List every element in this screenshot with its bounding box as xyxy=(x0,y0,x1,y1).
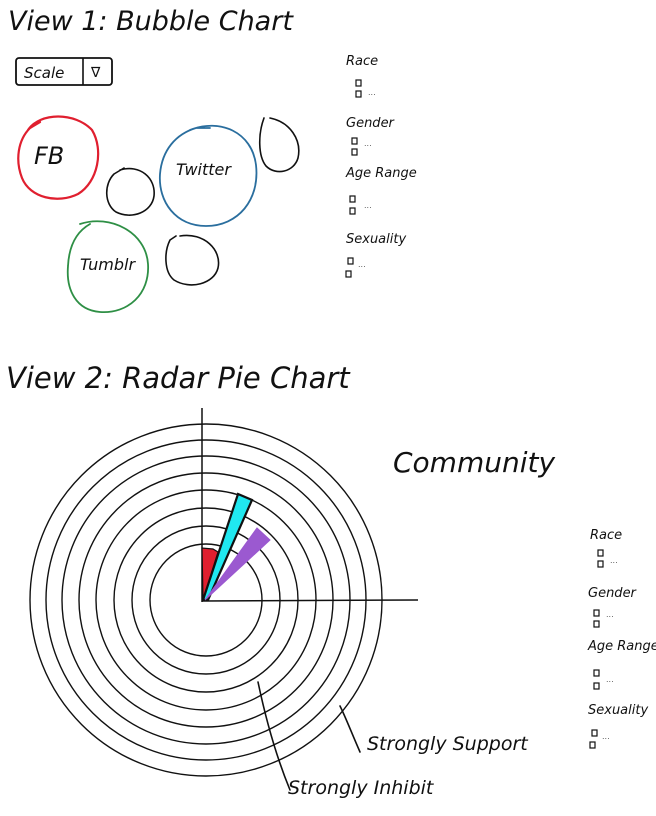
filter-ellipsis: ... xyxy=(364,201,372,210)
filter-checkbox[interactable] xyxy=(593,620,600,628)
filter-label-sexuality: Sexuality xyxy=(346,232,406,247)
filter-checkbox[interactable] xyxy=(593,609,600,617)
bubble-unlabeled[interactable] xyxy=(165,234,220,286)
filter-checkbox[interactable] xyxy=(597,549,604,557)
wedge-purple[interactable] xyxy=(204,527,271,601)
view2-filter-panel: Race ... Gender ... Age Range ... Sexual… xyxy=(587,528,656,749)
filter-checkbox[interactable] xyxy=(355,90,362,98)
annotation-strongly-support: Strongly Support xyxy=(367,733,529,755)
annotation-leader-inhibit xyxy=(257,681,291,791)
view2-title: View 2: Radar Pie Chart xyxy=(6,361,351,395)
filter-ellipsis: ... xyxy=(606,675,614,684)
filter-checkbox[interactable] xyxy=(351,137,358,145)
filter-label-age-range: Age Range xyxy=(587,639,656,654)
wedge-cyan[interactable] xyxy=(201,492,254,602)
filter-label-age-range: Age Range xyxy=(345,166,417,181)
bubble-tumblr[interactable]: Tumblr xyxy=(66,220,149,313)
filter-checkbox[interactable] xyxy=(591,729,598,737)
filter-ellipsis: ... xyxy=(602,732,610,741)
bubble-label-tumblr: Tumblr xyxy=(80,255,136,274)
filter-ellipsis: ... xyxy=(606,610,614,619)
radar-chart-title: Community xyxy=(393,446,555,479)
filter-ellipsis: ... xyxy=(610,556,618,565)
filter-ellipsis: ... xyxy=(358,260,366,269)
filter-ellipsis: ... xyxy=(368,88,376,97)
filter-label-sexuality: Sexuality xyxy=(588,703,648,718)
scale-dropdown[interactable]: Scale ∇ xyxy=(15,57,113,86)
chevron-down-icon[interactable]: ∇ xyxy=(90,65,101,81)
filter-checkbox[interactable] xyxy=(355,79,362,87)
bubble-fb[interactable]: FB xyxy=(17,115,100,200)
view1-title: View 1: Bubble Chart xyxy=(8,6,294,37)
filter-label-race: Race xyxy=(346,54,378,69)
bubble-label-fb: FB xyxy=(34,142,64,170)
bubble-label-twitter: Twitter xyxy=(176,160,232,179)
bubble-unlabeled[interactable] xyxy=(258,117,300,173)
filter-label-gender: Gender xyxy=(588,586,638,601)
annotation-strongly-inhibit: Strongly Inhibit xyxy=(288,777,435,799)
filter-checkbox[interactable] xyxy=(593,669,600,677)
filter-ellipsis: ... xyxy=(364,139,372,148)
filter-label-race: Race xyxy=(590,528,622,543)
filter-checkbox[interactable] xyxy=(593,682,600,690)
bubble-unlabeled[interactable] xyxy=(105,167,155,216)
filter-checkbox[interactable] xyxy=(345,270,352,278)
filter-checkbox[interactable] xyxy=(351,148,358,156)
scale-dropdown-value: Scale xyxy=(24,64,64,82)
bubble-chart: FB Twitter Tumblr xyxy=(17,115,300,313)
view1-filter-panel: Race ... Gender ... Age Range ... Sexual… xyxy=(345,54,417,278)
filter-checkbox[interactable] xyxy=(597,560,604,568)
radar-wedges xyxy=(201,492,271,602)
filter-checkbox[interactable] xyxy=(347,257,354,265)
radar-axis-horizontal xyxy=(201,599,419,602)
filter-checkbox[interactable] xyxy=(589,741,596,749)
filter-label-gender: Gender xyxy=(346,116,396,131)
radar-chart: Strongly Support Strongly Inhibit xyxy=(29,408,529,799)
filter-checkbox[interactable] xyxy=(349,195,356,203)
bubble-twitter[interactable]: Twitter xyxy=(159,124,258,227)
annotation-leader-support xyxy=(339,705,361,753)
filter-checkbox[interactable] xyxy=(349,207,356,215)
